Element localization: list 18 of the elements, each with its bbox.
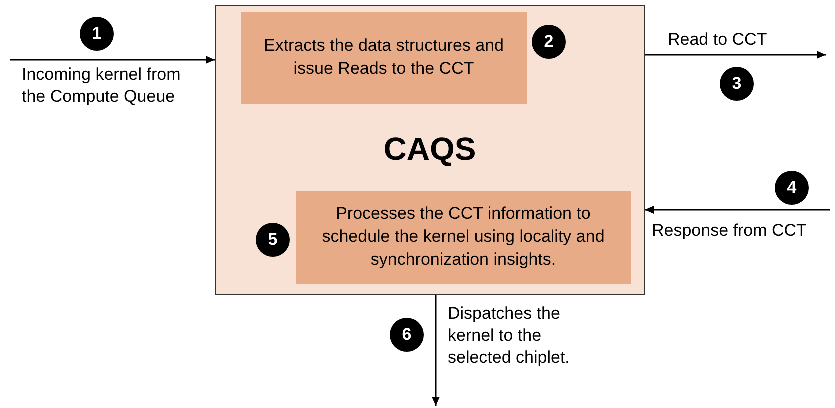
step-number-badge: 1 [80, 17, 114, 51]
step-number-badge: 6 [390, 318, 424, 352]
module-title: CAQS [382, 131, 478, 168]
step-number-badge: 3 [720, 67, 754, 101]
process-box: Processes the CCT information to schedule the kernel using locality and synchronization insights. [296, 191, 631, 284]
edge-label: Dispatches the kernel to the selected chiplet. [448, 303, 571, 370]
edge-label: Incoming kernel from the Compute Queue [22, 64, 182, 108]
edge-label: Read to CCT [668, 29, 768, 51]
step-number-badge: 4 [775, 171, 809, 205]
arrow [432, 295, 440, 406]
edge-label: Response from CCT [652, 220, 808, 242]
module-box [215, 5, 645, 295]
process-box: Extracts the data structures and issue Reads to the CCT [241, 12, 527, 104]
step-number-badge: 2 [532, 25, 566, 59]
step-number-badge: 5 [256, 223, 290, 257]
arrow [645, 51, 826, 59]
arrow [10, 56, 215, 64]
arrow [645, 206, 830, 214]
